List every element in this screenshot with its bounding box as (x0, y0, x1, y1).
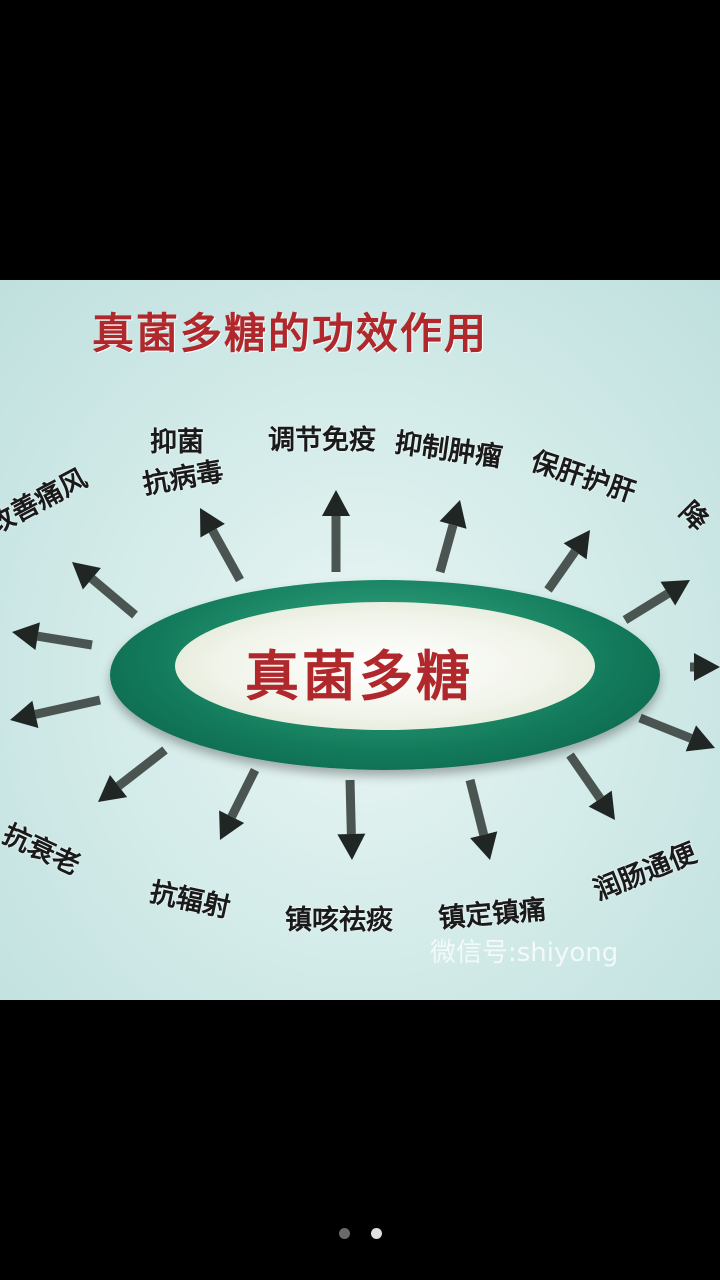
arrow-icon (465, 778, 498, 860)
arrow-icon (10, 695, 101, 729)
arrow-icon (638, 713, 715, 752)
label-immunity: 调节免疫 (268, 425, 376, 456)
image-title: 真菌多糖的功效作用 (92, 309, 489, 358)
arrow-icon (200, 508, 244, 583)
label-cough: 镇咳祛痰 (285, 905, 393, 936)
arrow-icon (544, 530, 590, 593)
label-antibacterial: 抑菌 (150, 427, 204, 458)
viewed-image[interactable]: 真菌多糖的功效作用 真菌多糖 改善痛风 抑菌 抗病毒 调节免疫 抑制肿瘤 保肝护… (0, 280, 720, 1000)
arrow-icon (98, 746, 168, 802)
arrow-icon (566, 752, 615, 820)
arrow-icon (322, 490, 350, 572)
arrow-icon (435, 500, 467, 574)
page-dot-2-active[interactable] (371, 1228, 382, 1239)
arrow-icon (12, 622, 93, 650)
arrows (10, 490, 720, 860)
arrow-icon (337, 779, 366, 860)
arrow-icon (690, 653, 720, 681)
arrow-icon (622, 580, 690, 624)
page-dot-1[interactable] (339, 1228, 350, 1239)
center-ellipse (175, 602, 595, 730)
center-label: 真菌多糖 (245, 644, 473, 708)
watermark: 微信号:shiyong (430, 938, 619, 968)
arrow-icon (72, 562, 138, 619)
arrow-icon (219, 767, 260, 840)
